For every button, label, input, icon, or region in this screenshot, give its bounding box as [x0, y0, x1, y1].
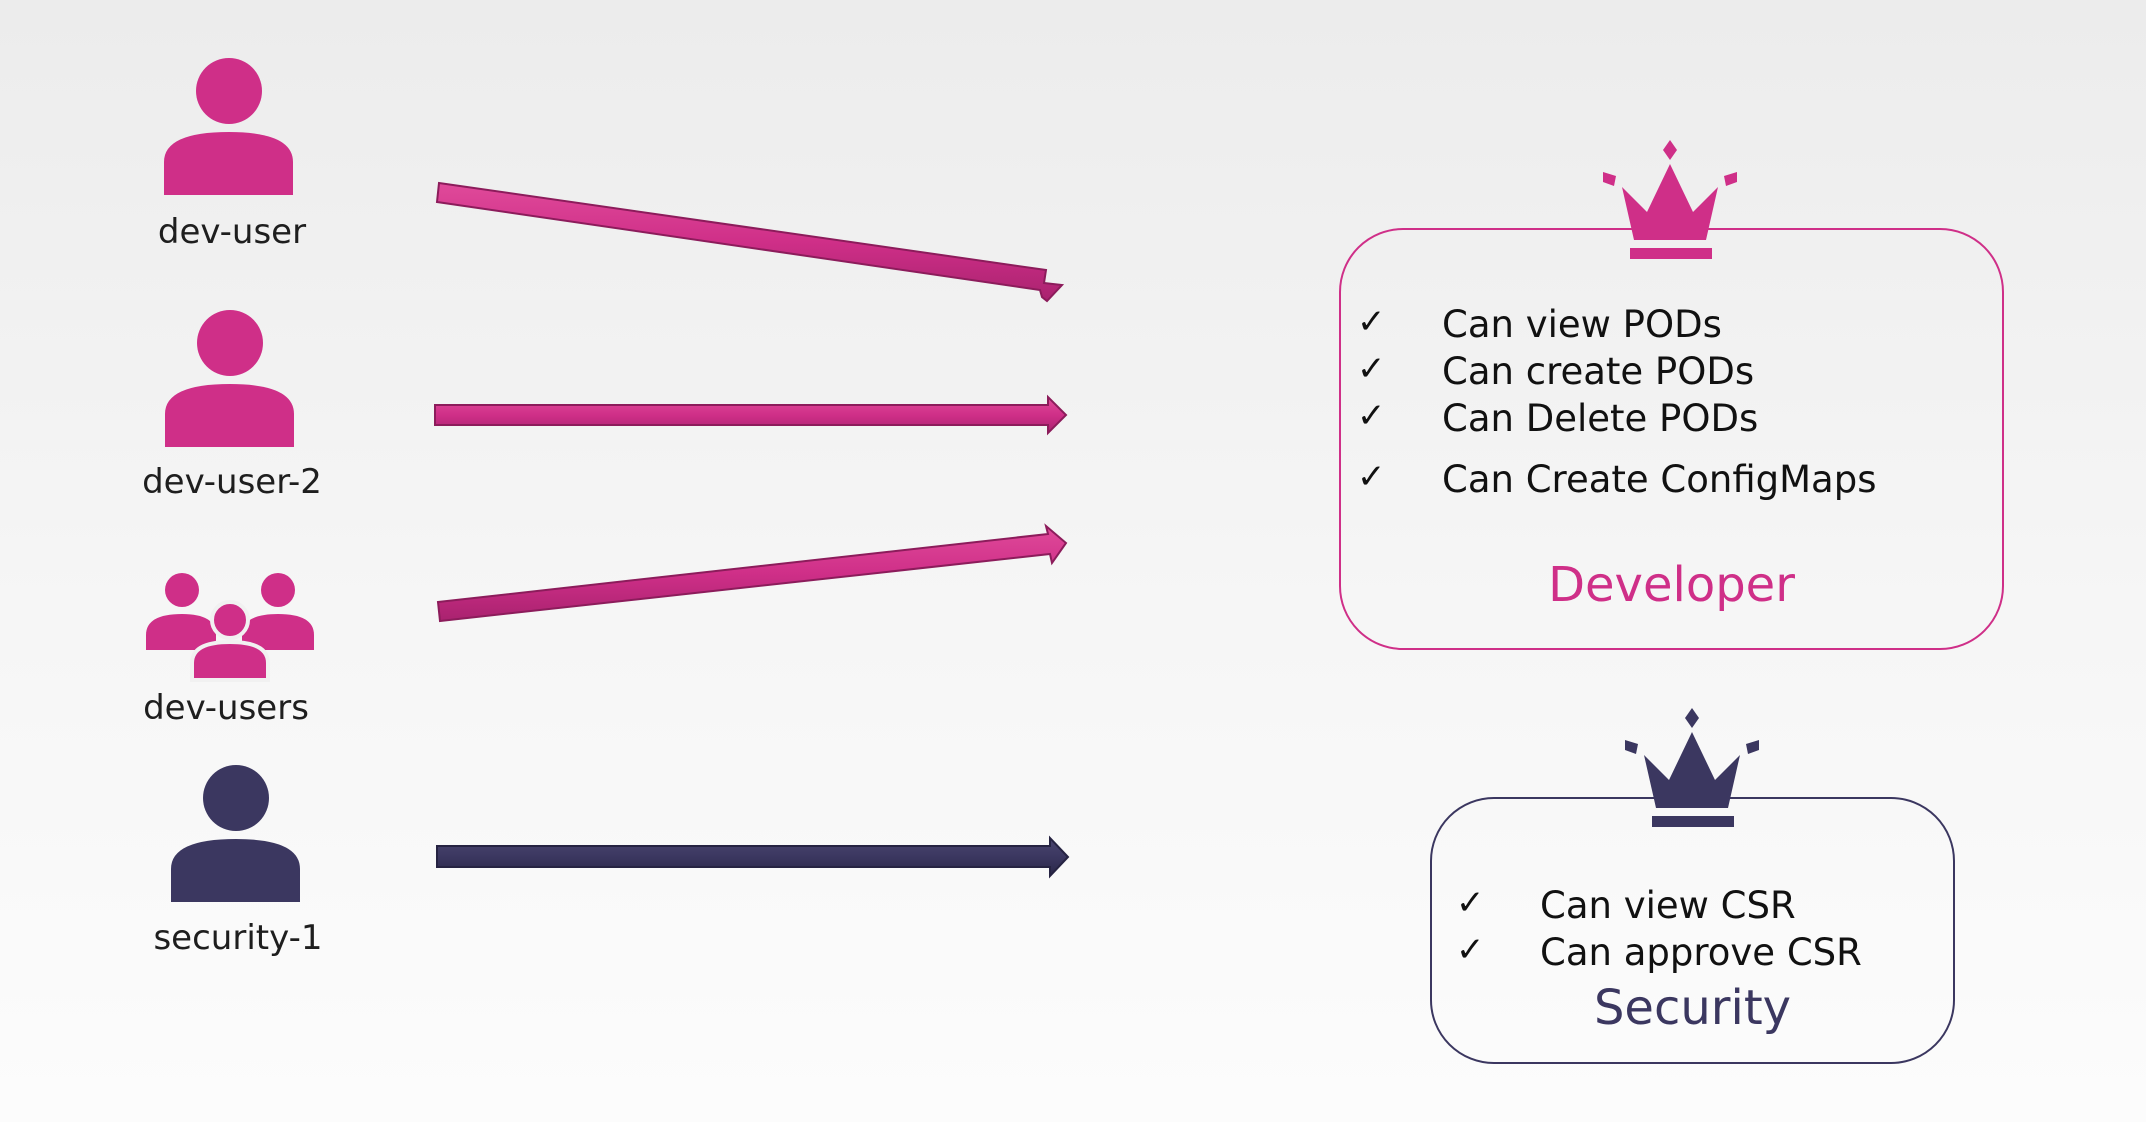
- subject-label: dev-users: [143, 688, 309, 728]
- permission-item: Can create PODs: [1442, 350, 1755, 393]
- check-icon: ✓: [1456, 883, 1485, 923]
- users-group-icon: [146, 573, 314, 682]
- arrow-dev-user-to-developer: [435, 181, 1065, 303]
- check-icon: ✓: [1357, 349, 1386, 389]
- role-name-security: Security: [1593, 980, 1792, 1036]
- permission-item: Can approve CSR: [1540, 931, 1862, 974]
- check-icon: ✓: [1357, 457, 1386, 497]
- role-box-security: [1430, 797, 1955, 1064]
- arrow-dev-user-2-to-developer: [434, 394, 1068, 436]
- arrow-dev-users-to-developer: [436, 523, 1068, 623]
- check-icon: ✓: [1456, 930, 1485, 970]
- subject-label: dev-user: [157, 212, 307, 252]
- subject-label: dev-user-2: [142, 462, 322, 502]
- permission-item: Can Create ConfigMaps: [1442, 458, 1877, 501]
- check-icon: ✓: [1357, 396, 1386, 436]
- permission-item: Can view CSR: [1540, 884, 1796, 927]
- role-box-developer: [1339, 228, 2004, 650]
- permission-item: Can view PODs: [1442, 303, 1722, 346]
- subject-label: security-1: [153, 918, 323, 958]
- user-icon: [171, 765, 300, 902]
- permission-item: Can Delete PODs: [1442, 397, 1759, 440]
- role-name-developer: Developer: [1548, 557, 1795, 613]
- check-icon: ✓: [1357, 302, 1386, 342]
- user-icon: [164, 58, 293, 195]
- crown-icon: [1625, 708, 1759, 827]
- crown-icon: [1603, 140, 1737, 259]
- user-icon: [165, 310, 294, 447]
- arrow-security-1-to-security: [436, 835, 1070, 879]
